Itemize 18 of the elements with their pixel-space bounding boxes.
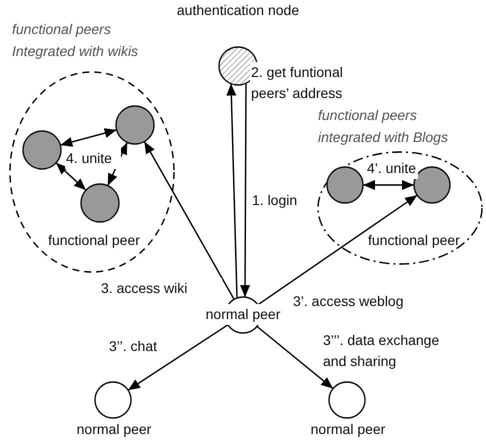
- group-heading: functional peers integrated with Blogs: [318, 106, 449, 147]
- node-label: normal peer: [204, 304, 282, 325]
- group-heading: functional peers Integrated with wikis: [12, 20, 140, 61]
- node-label: functional peer: [47, 231, 141, 250]
- arrow: [240, 83, 250, 298]
- arrow: [226, 84, 238, 298]
- arrow: [128, 324, 228, 391]
- arrow: [363, 180, 414, 190]
- node-label: functional peer: [368, 231, 461, 250]
- node-label: normal peer: [310, 420, 386, 439]
- step-label: 4. unite: [65, 148, 121, 169]
- node-label: normal peer: [76, 420, 152, 439]
- arrow: [256, 326, 334, 390]
- arrow: [56, 162, 86, 191]
- arrow: [257, 194, 418, 306]
- arrow: [60, 128, 117, 147]
- node-label: authentication node: [176, 1, 300, 20]
- arrow: [144, 141, 235, 300]
